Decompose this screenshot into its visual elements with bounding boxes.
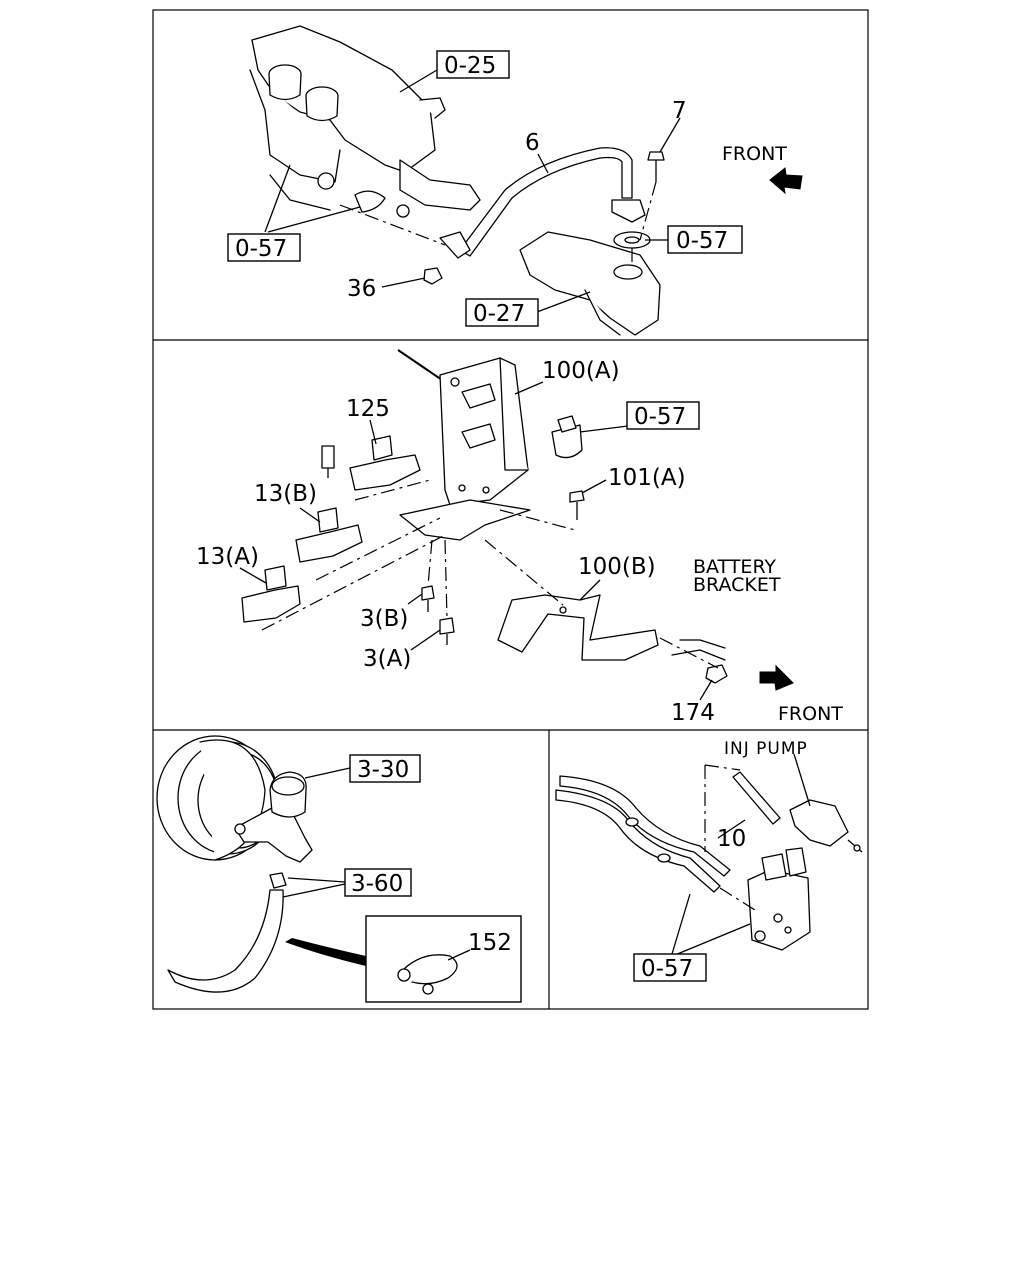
diagram-frame xyxy=(152,9,869,1010)
top-panel: 0-25 7 6 FRONT 0-57 0-57 36 0-27 xyxy=(227,25,803,336)
manifold-drawing xyxy=(249,25,481,218)
callout-box-0-27 xyxy=(465,298,539,327)
middle-panel: 100(A) 125 0-57 101(A) 13(B) 13(A) 100(B… xyxy=(196,349,843,726)
callout-box-0-57-top-right xyxy=(667,225,743,254)
label-front-middle: FRONT xyxy=(778,703,843,725)
hoses-drawing xyxy=(555,775,731,893)
label-0-57-top-right: 0-57 xyxy=(676,228,728,254)
nut-36-drawing xyxy=(423,267,443,285)
label-125: 125 xyxy=(346,396,390,422)
label-101a: 101(A) xyxy=(608,465,686,491)
label-0-57-middle: 0-57 xyxy=(634,404,686,430)
label-100b: 100(B) xyxy=(578,554,656,580)
bottom-left-panel: 3-30 3-60 152 xyxy=(156,735,522,1003)
label-152: 152 xyxy=(468,930,512,956)
label-6: 6 xyxy=(525,130,540,156)
label-3b: 3(B) xyxy=(360,606,408,632)
vsv-block-drawing xyxy=(747,847,811,951)
label-0-25: 0-25 xyxy=(444,53,496,79)
callout-box-3-60 xyxy=(344,868,412,897)
vacuum-hose-drawing xyxy=(167,872,287,993)
callout-box-0-57-middle xyxy=(626,401,700,430)
label-inj-pump: INJ PUMP xyxy=(724,739,808,759)
bolts-3-drawing xyxy=(421,585,455,645)
label-0-27: 0-27 xyxy=(473,301,525,327)
clip-inset xyxy=(285,915,522,1003)
callout-box-0-57-bottom xyxy=(633,953,707,982)
label-0-57-bottom: 0-57 xyxy=(641,956,693,982)
label-10: 10 xyxy=(717,826,746,852)
nut-174-drawing xyxy=(705,664,728,684)
label-100a: 100(A) xyxy=(542,358,620,384)
solenoid-13a-drawing xyxy=(241,565,301,623)
label-13a: 13(A) xyxy=(196,544,259,570)
label-0-57-top-left: 0-57 xyxy=(235,236,287,262)
pipe-10-drawing xyxy=(732,771,781,825)
vacuum-booster-drawing xyxy=(156,735,313,863)
label-front-top: FRONT xyxy=(722,143,787,165)
bracket-100a-drawing xyxy=(397,349,531,541)
label-bracket: BRACKET xyxy=(693,574,781,596)
solenoid-13b-drawing xyxy=(295,507,363,563)
bolt-7-drawing xyxy=(647,151,665,182)
bottom-right-panel: INJ PUMP 10 0-57 xyxy=(555,739,863,982)
front-arrow-icon xyxy=(759,664,794,691)
front-arrow-icon xyxy=(769,167,803,195)
label-3-60: 3-60 xyxy=(351,871,403,897)
label-3a: 3(A) xyxy=(363,646,411,672)
sensor-drawing xyxy=(551,415,583,459)
label-7: 7 xyxy=(672,98,687,124)
label-3-30: 3-30 xyxy=(357,757,409,783)
label-13b: 13(B) xyxy=(254,481,317,507)
label-36: 36 xyxy=(347,276,376,302)
callout-box-0-57-top-left xyxy=(227,233,301,262)
callout-box-3-30 xyxy=(349,754,421,783)
callout-box-0-25 xyxy=(436,50,510,79)
bracket-100b-drawing xyxy=(497,594,726,661)
exhaust-manifold-drawing xyxy=(519,231,661,336)
inj-pump-drawing xyxy=(789,799,863,853)
solenoid-125-drawing xyxy=(321,435,421,491)
label-battery: BATTERY xyxy=(693,556,776,578)
bolt-101a-drawing xyxy=(569,490,585,520)
label-174: 174 xyxy=(671,700,715,726)
